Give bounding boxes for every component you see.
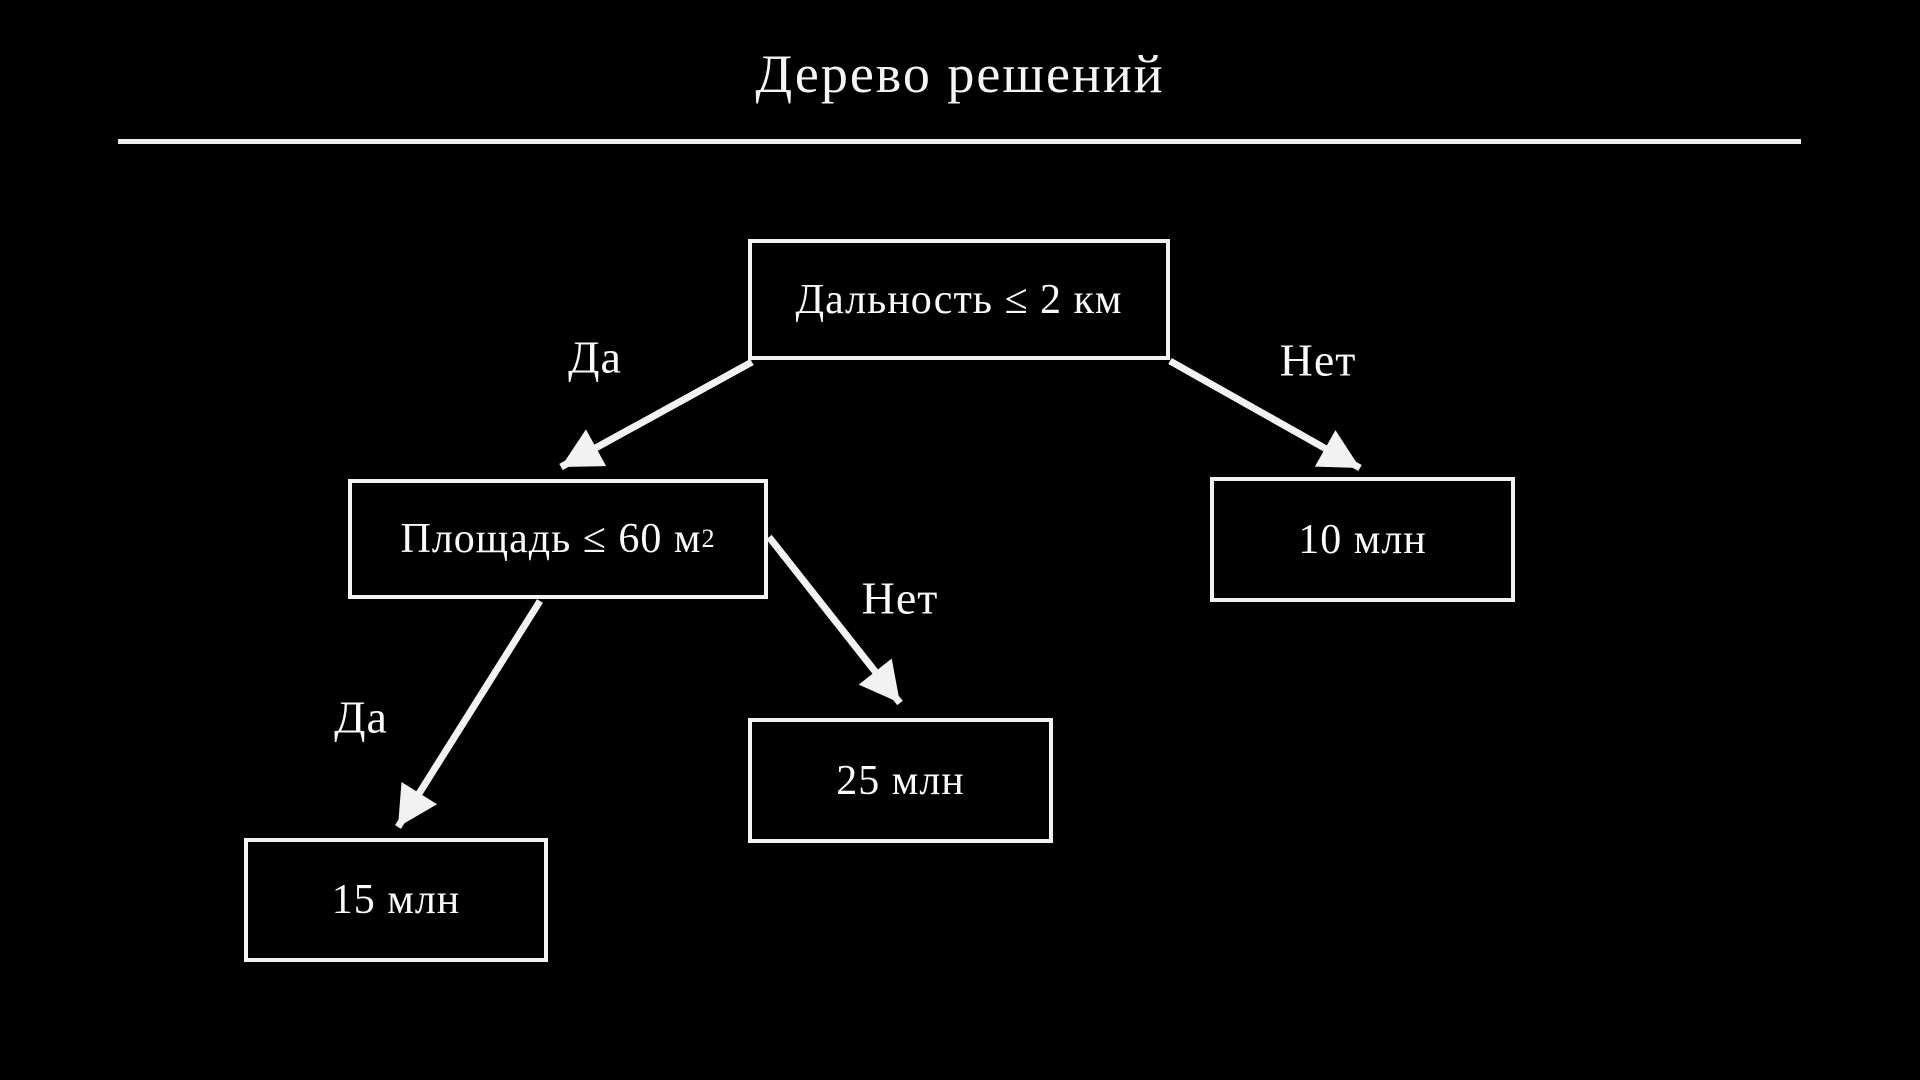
edge-area-yes-arrow [395,599,543,829]
leaf-value-15mln: 15 млн [244,838,548,962]
leaf-value-10mln: 10 млн [1210,477,1515,602]
edge-label-root-no: Нет [1279,334,1357,386]
edge-label-area-yes: Да [334,691,388,743]
edge-label-root-yes: Да [568,331,622,383]
diagram-title: Дерево решений [755,44,1165,104]
edge-root-no-arrow [1168,357,1362,472]
node-distance-condition: Дальность ≤ 2 км [748,239,1170,360]
leaf-value-25mln: 25 млн [748,718,1053,843]
edge-root-yes-arrow [559,358,754,471]
edge-label-area-no: Нет [861,572,939,624]
node-area-condition-text: Площадь ≤ 60 м [400,516,702,562]
title-divider-line [118,139,1801,144]
edge-area-no-arrow [766,534,903,706]
